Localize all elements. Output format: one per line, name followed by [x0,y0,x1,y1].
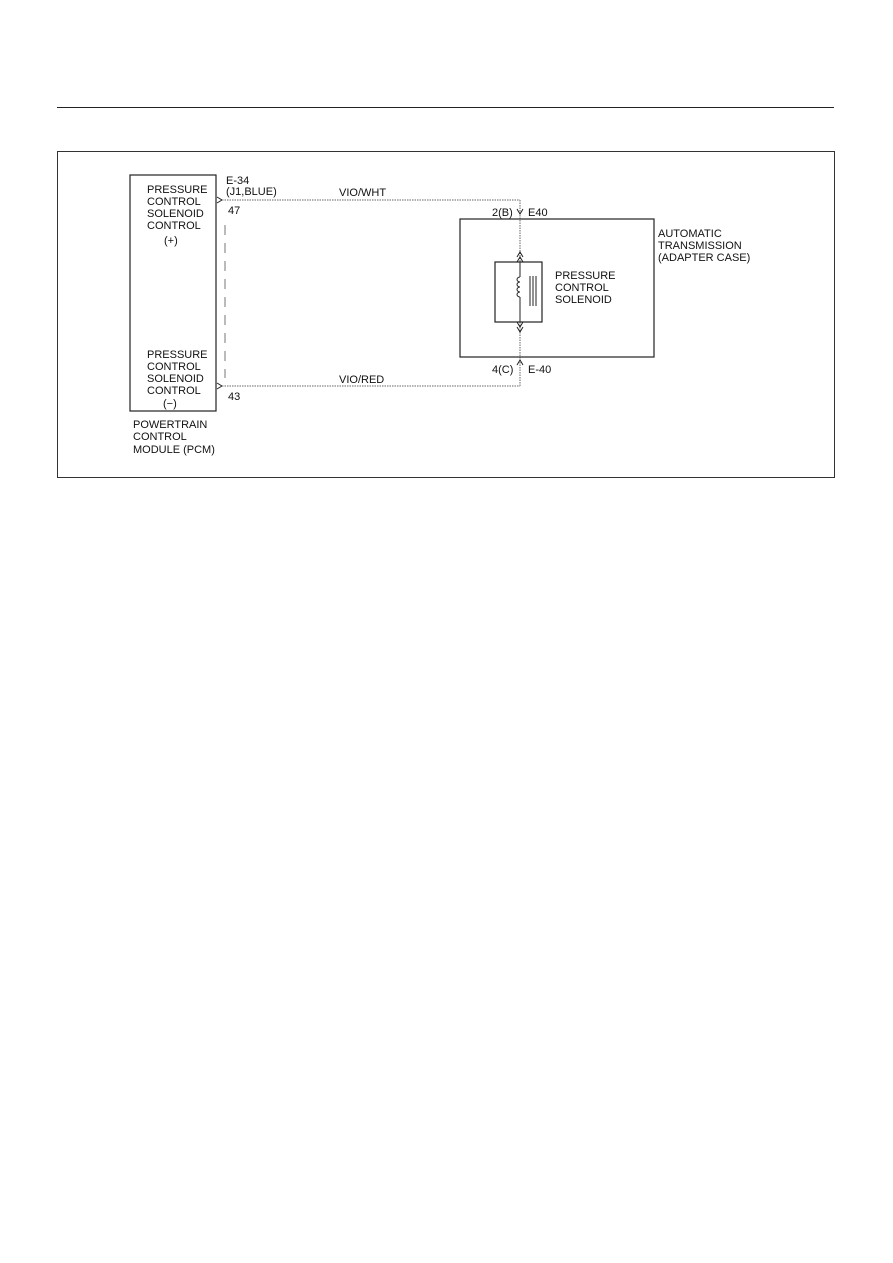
transmission-upper-connector: E40 [528,207,548,219]
pcm-connector-id: E-34 [226,175,249,187]
solenoid-label-line-2: CONTROL [555,282,609,294]
transmission-lower-chevron [516,359,524,366]
pcm-box [129,174,217,412]
pcm-caption-line-2: CONTROL [133,431,187,443]
solenoid-upper-chevron-2 [516,256,524,263]
pcm-connector-spec: (J1,BLUE) [226,186,277,198]
pcm-input-plus-line-2: CONTROL [147,196,201,208]
solenoid-upper-chevron-1 [516,251,524,258]
solenoid-lower-chevron-1 [516,321,524,328]
pcm-pin-47-chevron [216,196,223,204]
pcm-input-plus-line-4: CONTROL [147,220,201,232]
pcm-input-minus-line-1: PRESSURE [147,349,208,361]
solenoid-box [494,261,543,323]
pcm-input-plus-line-3: SOLENOID [147,208,204,220]
wire-lower-color-label: VIO/RED [339,374,384,386]
solenoid-coil-icon [516,276,521,298]
transmission-label-line-1: AUTOMATIC [658,228,722,240]
transmission-lower-terminal: 4(C) [492,364,513,376]
wire-upper-color-label: VIO/WHT [339,187,386,199]
solenoid-lower-chevron-2 [516,326,524,333]
pcm-caption-line-3: MODULE (PCM) [133,444,215,456]
pcm-input-plus-line-1: PRESSURE [147,184,208,196]
solenoid-label-line-3: SOLENOID [555,294,612,306]
transmission-label-line-2: TRANSMISSION [658,240,742,252]
solenoid-label-line-1: PRESSURE [555,270,616,282]
pcm-pin-43-chevron [216,382,223,390]
pcm-input-minus-polarity: (−) [163,398,177,410]
transmission-lower-connector: E-40 [528,364,551,376]
transmission-box [459,218,655,358]
diagram-frame [57,151,835,478]
pcm-input-minus-line-2: CONTROL [147,361,201,373]
pcm-input-minus-line-3: SOLENOID [147,373,204,385]
page-top-rule [57,107,834,108]
transmission-upper-chevron [516,208,524,215]
pcm-caption-line-1: POWERTRAIN [133,419,207,431]
pcm-pin-minus: 43 [228,391,240,403]
pcm-input-plus-polarity: (+) [164,235,178,247]
transmission-label-line-3: (ADAPTER CASE) [658,252,750,264]
transmission-upper-terminal: 2(B) [492,207,513,219]
pcm-input-minus-line-4: CONTROL [147,385,201,397]
pcm-pin-plus: 47 [228,205,240,217]
